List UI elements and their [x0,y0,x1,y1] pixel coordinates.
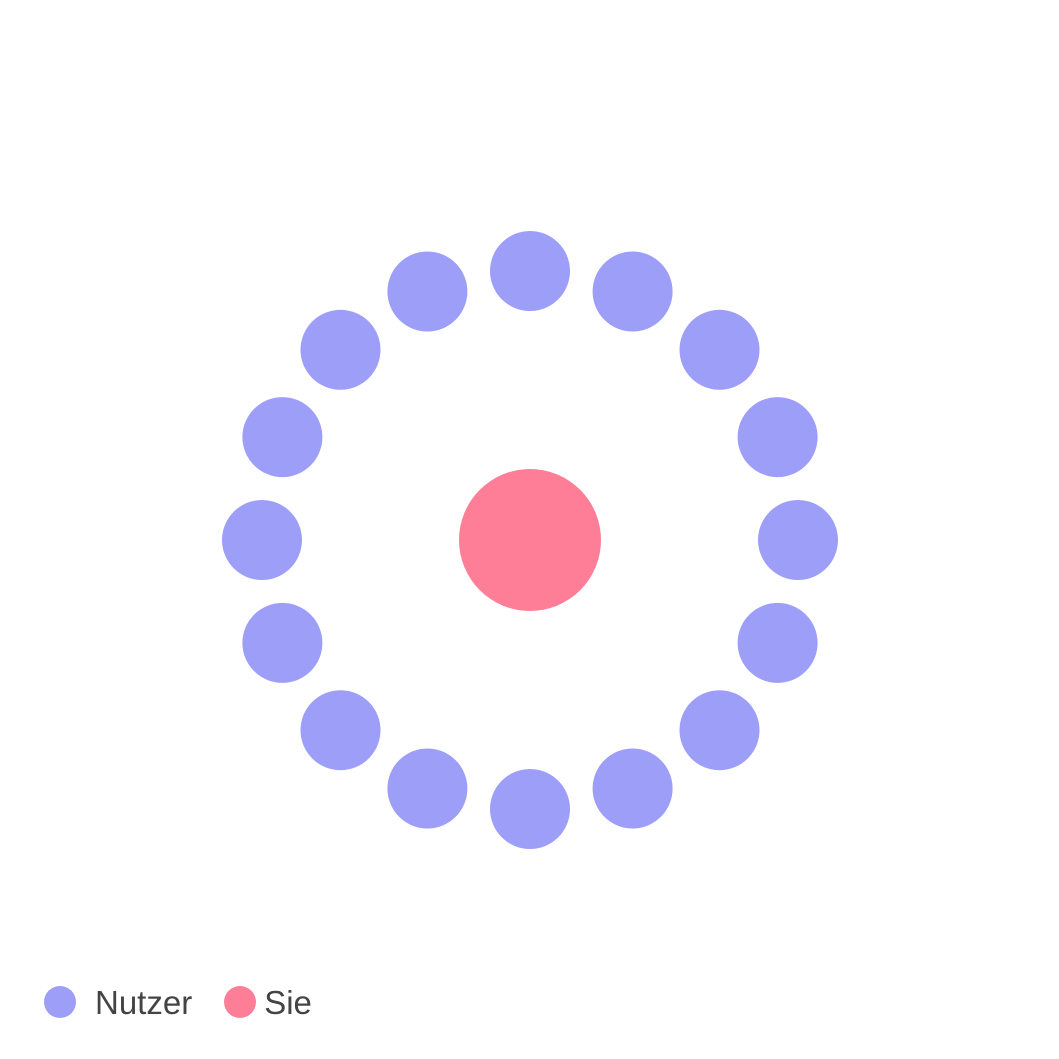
user-node [490,231,570,311]
user-node [242,397,323,478]
legend: Nutzer Sie [44,982,312,1022]
user-node [490,769,570,849]
legend-label-you: Sie [264,983,312,1021]
you-circle-icon [224,986,257,1018]
user-node [592,748,673,829]
user-node [679,690,760,771]
user-node [592,251,673,332]
user-node [242,602,323,683]
user-node [387,251,468,332]
user-node [737,397,818,478]
user-node [758,500,838,580]
user-node [300,309,381,390]
user-node [222,500,302,580]
user-node [737,602,818,683]
users-circle-icon [44,986,76,1018]
legend-label-users: Nutzer [95,983,193,1021]
user-node [300,690,381,771]
legend-item-users: Nutzer [44,986,192,1019]
legend-item-you: Sie [224,986,312,1019]
user-node [679,309,760,390]
user-node [387,748,468,829]
you-node [459,469,601,611]
